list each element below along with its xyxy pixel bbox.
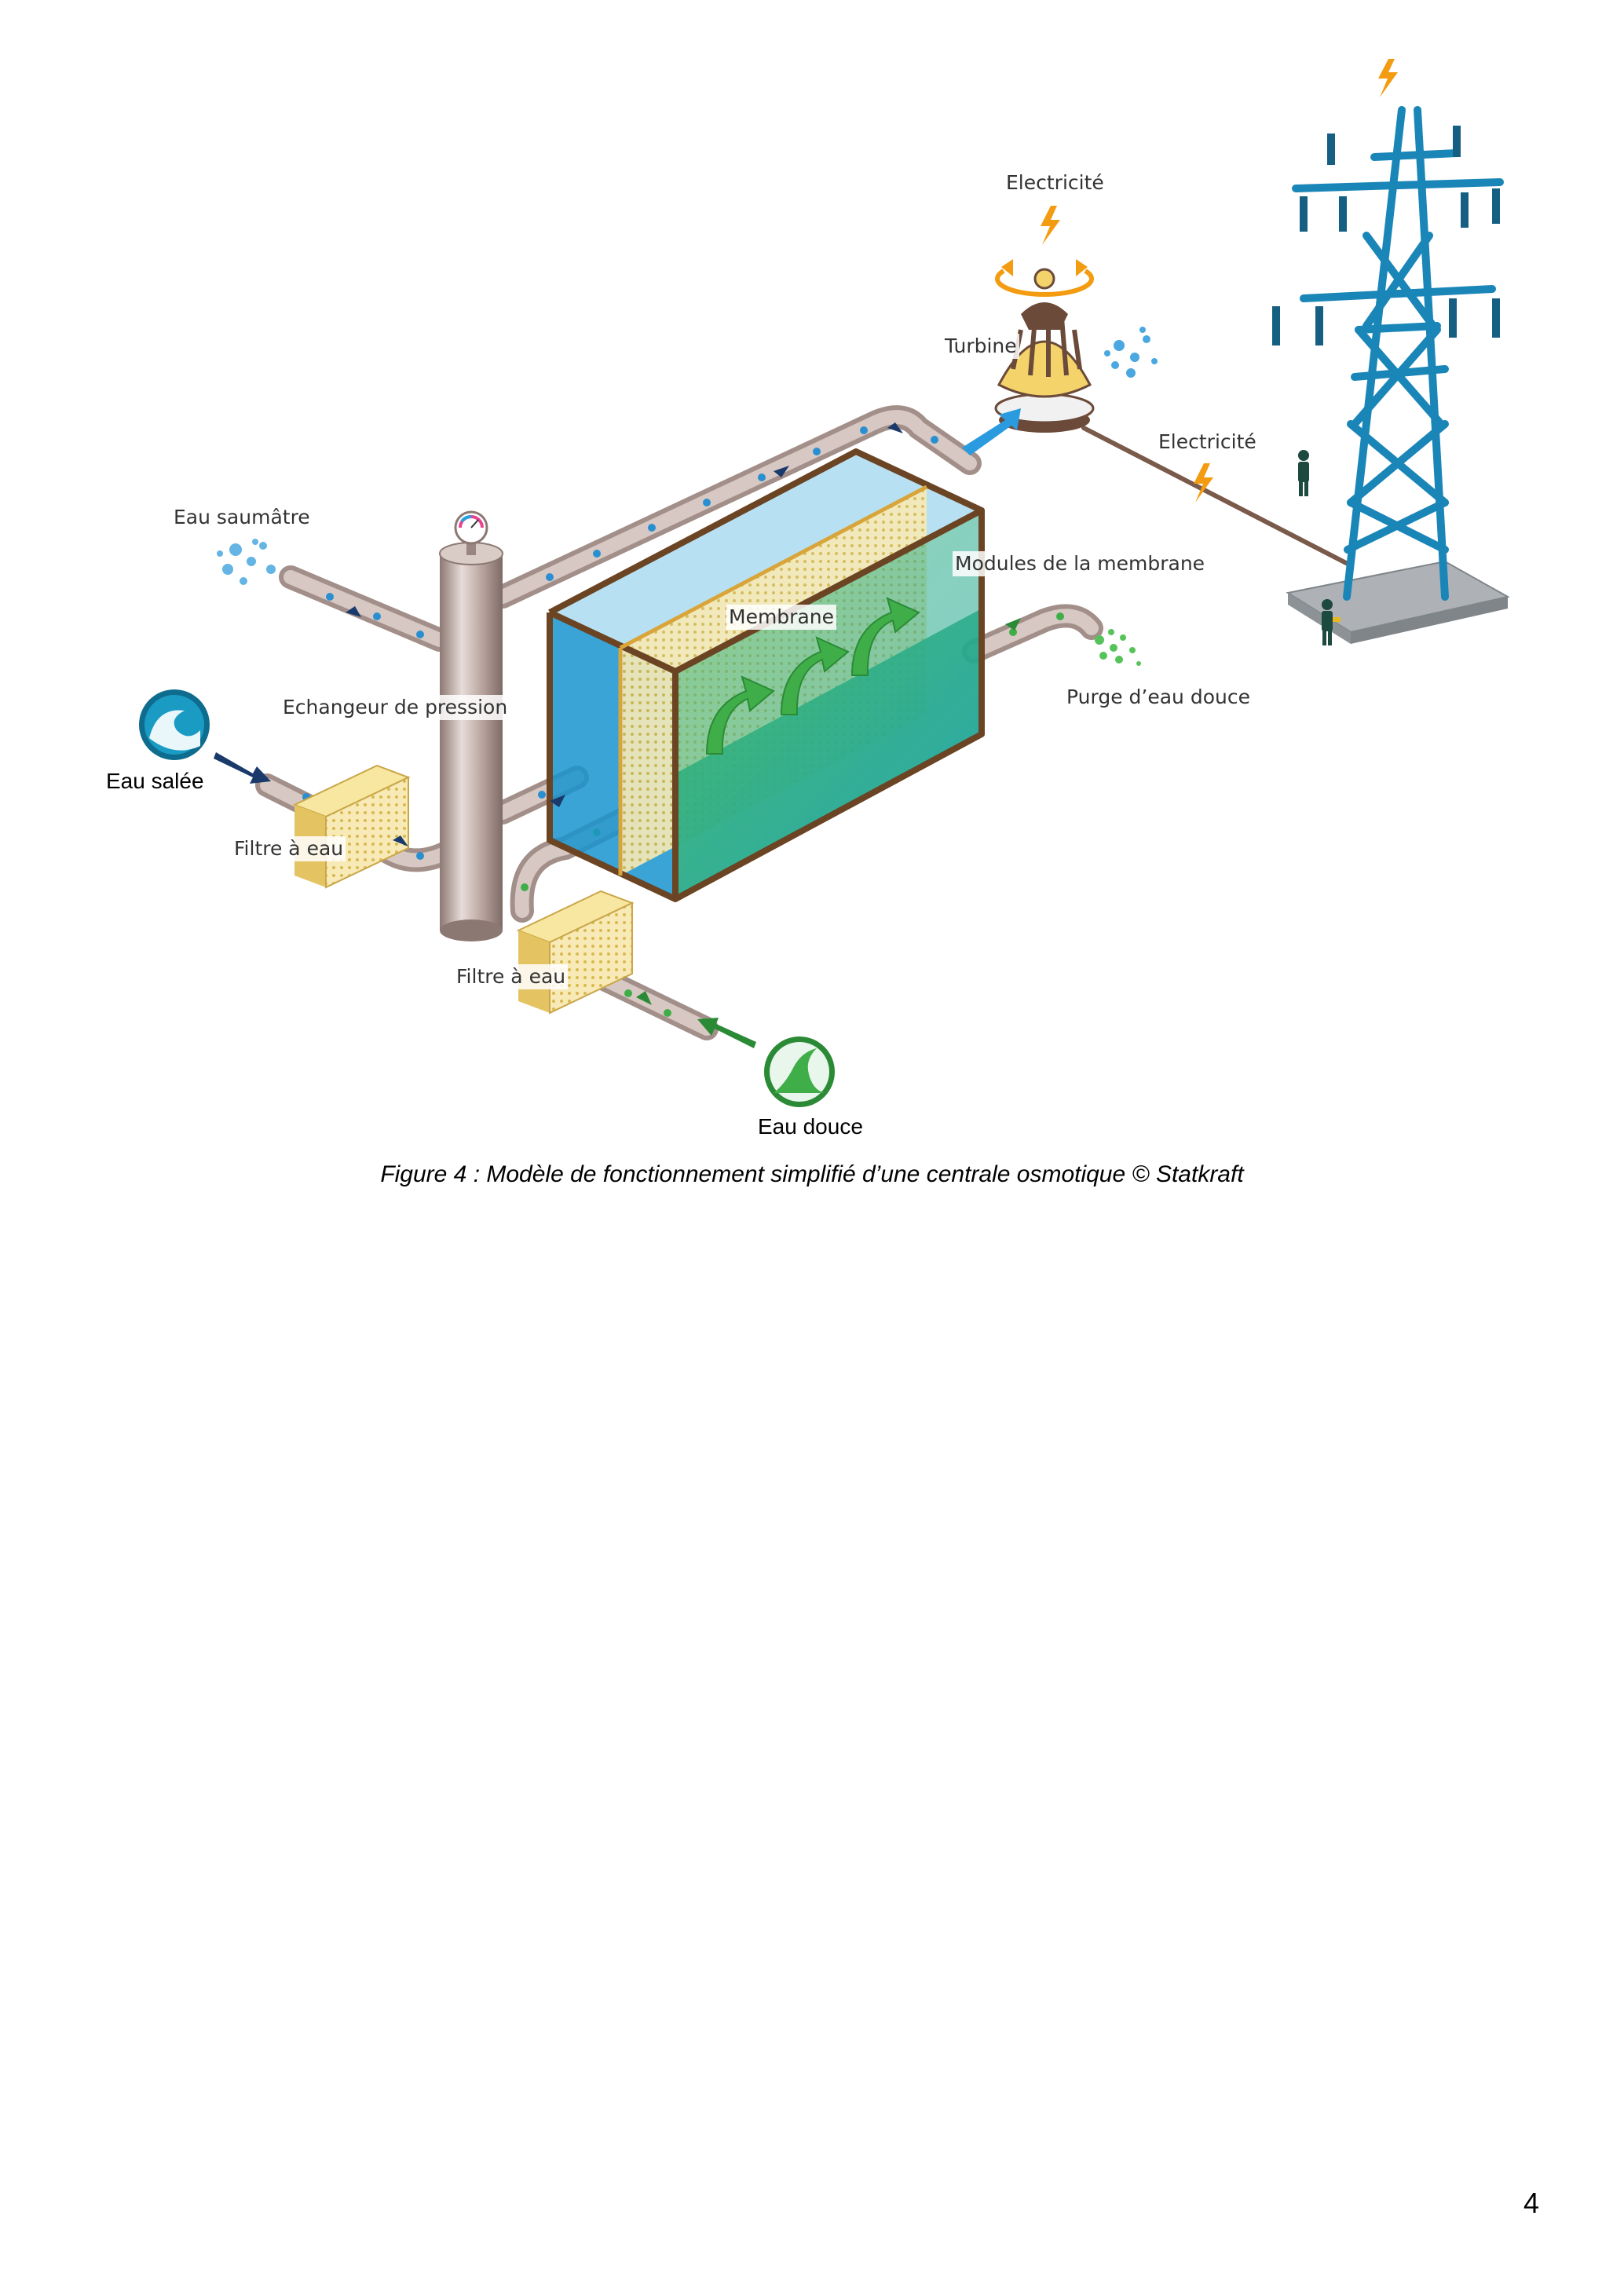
- salt-water-arrow: [214, 752, 271, 784]
- cable-to-tower: [1081, 426, 1353, 568]
- turbine-inlet-arrow: [962, 408, 1021, 455]
- label-electricite-right: Electricité: [1156, 430, 1259, 455]
- label-eau-salee: Eau salée: [106, 769, 204, 793]
- label-modules-membrane: Modules de la membrane: [953, 551, 1208, 576]
- water-filter-1: [292, 764, 411, 889]
- pressure-exchanger: [439, 538, 503, 941]
- osmotic-plant-diagram: [139, 59, 1510, 1107]
- label-filtre-2: Filtre à eau: [454, 964, 569, 989]
- label-membrane: Membrane: [726, 605, 836, 630]
- pipe-flow-arrows: [346, 422, 1021, 1005]
- fresh-water-arrow: [697, 1018, 756, 1048]
- stream-icon: [764, 1036, 835, 1107]
- membrane-module-tank: [547, 448, 985, 902]
- electricity-pylon: [1272, 106, 1510, 644]
- label-eau-douce: Eau douce: [758, 1114, 863, 1139]
- salt-water-droplets: [302, 426, 938, 860]
- label-echangeur: Echangeur de pression: [280, 695, 510, 720]
- purge-spray-icon: [1095, 629, 1141, 666]
- brackish-spray-icon: [217, 539, 276, 585]
- label-eau-saumatre: Eau saumâtre: [171, 505, 313, 530]
- turbine-spray-icon: [1104, 327, 1158, 378]
- page-number: 4: [1523, 2187, 1540, 2219]
- wave-icon: [139, 689, 210, 760]
- figure-caption: Figure 4 : Modèle de fonctionnement simp…: [380, 1161, 1244, 1187]
- lightning-icon: [1041, 59, 1398, 503]
- label-turbine: Turbine: [942, 334, 1019, 359]
- label-purge: Purge d’eau douce: [1064, 685, 1253, 710]
- label-electricite-top: Electricité: [1004, 170, 1106, 196]
- label-filtre-1: Filtre à eau: [232, 836, 346, 861]
- pressure-gauge-icon: [454, 510, 488, 545]
- turbine-icon: [994, 259, 1095, 433]
- osmosis-flow-arrows: [705, 597, 920, 755]
- person-icon: [1298, 450, 1341, 645]
